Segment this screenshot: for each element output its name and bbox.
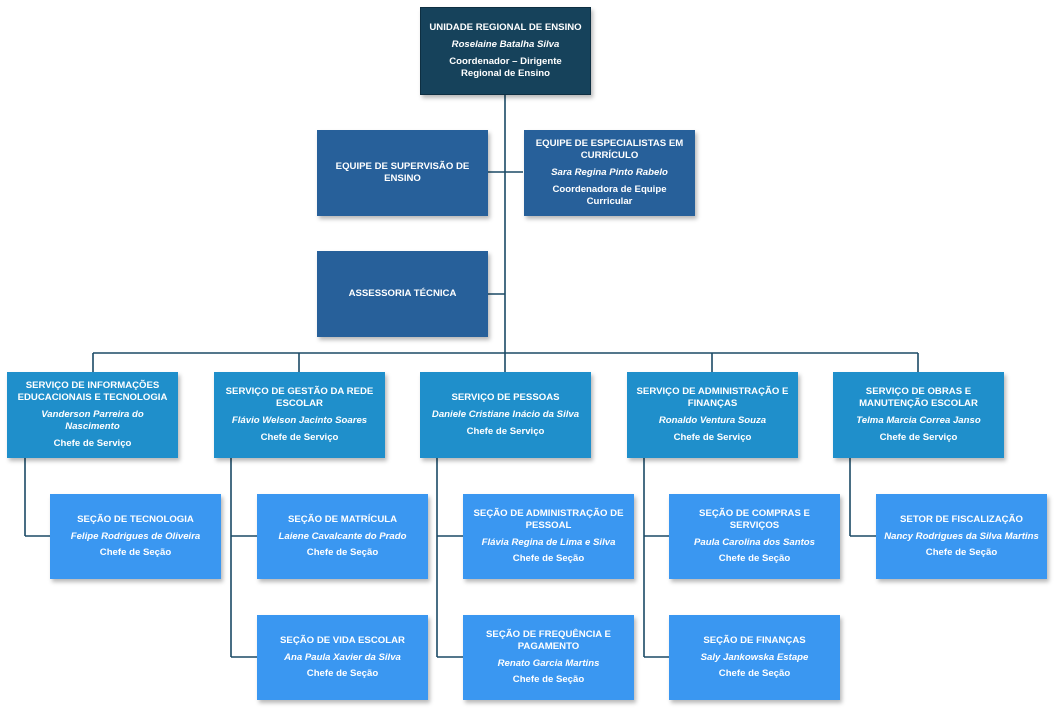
- service-role: Chefe de Serviço: [879, 431, 958, 443]
- section-name: Felipe Rodrigues de Oliveira: [70, 530, 201, 542]
- section-title: SEÇÃO DE FINANÇAS: [703, 634, 806, 646]
- section-name: Paula Carolina dos Santos: [693, 536, 816, 548]
- service-title: SERVIÇO DE OBRAS E MANUTENÇÃO ESCOLAR: [859, 386, 978, 410]
- section-name: Flávia Regina de Lima e Silva: [481, 536, 616, 548]
- service-title: SERVIÇO DE GESTÃO DA REDE ESCOLAR: [225, 386, 374, 410]
- service-title: SERVIÇO DE INFORMAÇÕES EDUCACIONAIS E TE…: [17, 380, 168, 404]
- section-name: Ana Paula Xavier da Silva: [284, 651, 401, 663]
- section-box-tecnologia: SEÇÃO DE TECNOLOGIA Felipe Rodrigues de …: [50, 494, 221, 579]
- section-title: SETOR DE FISCALIZAÇÃO: [900, 513, 1023, 525]
- section-title: SEÇÃO DE MATRÍCULA: [287, 513, 398, 525]
- section-role: Chefe de Seção: [306, 668, 379, 680]
- section-box-fiscalizacao: SETOR DE FISCALIZAÇÃO Nancy Rodrigues da…: [876, 494, 1047, 579]
- section-title: SEÇÃO DE TECNOLOGIA: [77, 513, 194, 525]
- service-name: Flávio Welson Jacinto Soares: [231, 415, 368, 426]
- supervisao-title: EQUIPE DE SUPERVISÃO DE ENSINO: [335, 161, 470, 184]
- service-name: Ronaldo Ventura Souza: [658, 415, 767, 426]
- section-box-compras-servicos: SEÇÃO DE COMPRAS E SERVIÇOS Paula Caroli…: [669, 494, 840, 579]
- service-name: Telma Marcia Correa Janso: [856, 415, 981, 426]
- section-name: Renato Garcia Martins: [497, 657, 600, 669]
- section-role: Chefe de Seção: [718, 668, 791, 680]
- especialistas-box: EQUIPE DE ESPECIALISTAS EM CURRÍCULO Sar…: [524, 130, 695, 216]
- section-name: Saly Jankowska Estape: [700, 651, 809, 663]
- section-role: Chefe de Seção: [718, 553, 791, 565]
- assessoria-box: ASSESSORIA TÉCNICA: [317, 251, 488, 337]
- service-title: SERVIÇO DE ADMINISTRAÇÃO E FINANÇAS: [636, 386, 789, 410]
- section-title: SEÇÃO DE ADMINISTRAÇÃO DE PESSOAL: [473, 507, 624, 531]
- service-name: Vanderson Parreira do Nascimento: [41, 409, 144, 432]
- section-role: Chefe de Seção: [512, 553, 585, 565]
- section-box-frequencia-pagamento: SEÇÃO DE FREQUÊNCIA E PAGAMENTO Renato G…: [463, 615, 634, 700]
- service-title: SERVIÇO DE PESSOAS: [451, 392, 560, 404]
- service-role: Chefe de Serviço: [673, 431, 752, 443]
- service-name: Daniele Cristiane Inácio da Silva: [431, 409, 580, 420]
- section-box-matricula: SEÇÃO DE MATRÍCULA Laiene Cavalcante do …: [257, 494, 428, 579]
- especialistas-role: Coordenadora de Equipe Curricular: [552, 183, 667, 207]
- section-name: Nancy Rodrigues da Silva Martins: [884, 530, 1039, 542]
- section-box-vida-escolar: SEÇÃO DE VIDA ESCOLAR Ana Paula Xavier d…: [257, 615, 428, 700]
- service-box-informacoes: SERVIÇO DE INFORMAÇÕES EDUCACIONAIS E TE…: [7, 372, 178, 458]
- service-box-administracao: SERVIÇO DE ADMINISTRAÇÃO E FINANÇAS Rona…: [627, 372, 798, 458]
- especialistas-title: EQUIPE DE ESPECIALISTAS EM CURRÍCULO: [535, 138, 684, 162]
- service-role: Chefe de Serviço: [53, 437, 132, 449]
- section-box-administracao-pessoal: SEÇÃO DE ADMINISTRAÇÃO DE PESSOAL Flávia…: [463, 494, 634, 579]
- service-role: Chefe de Serviço: [466, 425, 545, 437]
- section-role: Chefe de Seção: [925, 547, 998, 559]
- top-unit-name: Roselaine Batalha Silva: [451, 39, 560, 51]
- section-role: Chefe de Seção: [306, 547, 379, 559]
- section-box-financas: SEÇÃO DE FINANÇAS Saly Jankowska Estape …: [669, 615, 840, 700]
- top-unit-title: UNIDADE REGIONAL DE ENSINO: [429, 22, 582, 34]
- section-role: Chefe de Seção: [512, 674, 585, 686]
- service-role: Chefe de Serviço: [260, 431, 339, 443]
- supervisao-box: EQUIPE DE SUPERVISÃO DE ENSINO: [317, 130, 488, 216]
- service-box-pessoas: SERVIÇO DE PESSOAS Daniele Cristiane Iná…: [420, 372, 591, 458]
- especialistas-name: Sara Regina Pinto Rabelo: [551, 167, 668, 178]
- section-role: Chefe de Seção: [99, 547, 172, 559]
- section-name: Laiene Cavalcante do Prado: [278, 530, 407, 542]
- top-unit-box: UNIDADE REGIONAL DE ENSINO Roselaine Bat…: [420, 7, 591, 95]
- section-title: SEÇÃO DE COMPRAS E SERVIÇOS: [699, 507, 810, 531]
- service-box-gestao-rede: SERVIÇO DE GESTÃO DA REDE ESCOLAR Flávio…: [214, 372, 385, 458]
- assessoria-title: ASSESSORIA TÉCNICA: [348, 288, 457, 299]
- section-title: SEÇÃO DE FREQUÊNCIA E PAGAMENTO: [486, 628, 611, 652]
- top-unit-role: Coordenador – Dirigente Regional de Ensi…: [449, 56, 562, 79]
- service-box-obras: SERVIÇO DE OBRAS E MANUTENÇÃO ESCOLAR Te…: [833, 372, 1004, 458]
- section-title: SEÇÃO DE VIDA ESCOLAR: [280, 634, 405, 646]
